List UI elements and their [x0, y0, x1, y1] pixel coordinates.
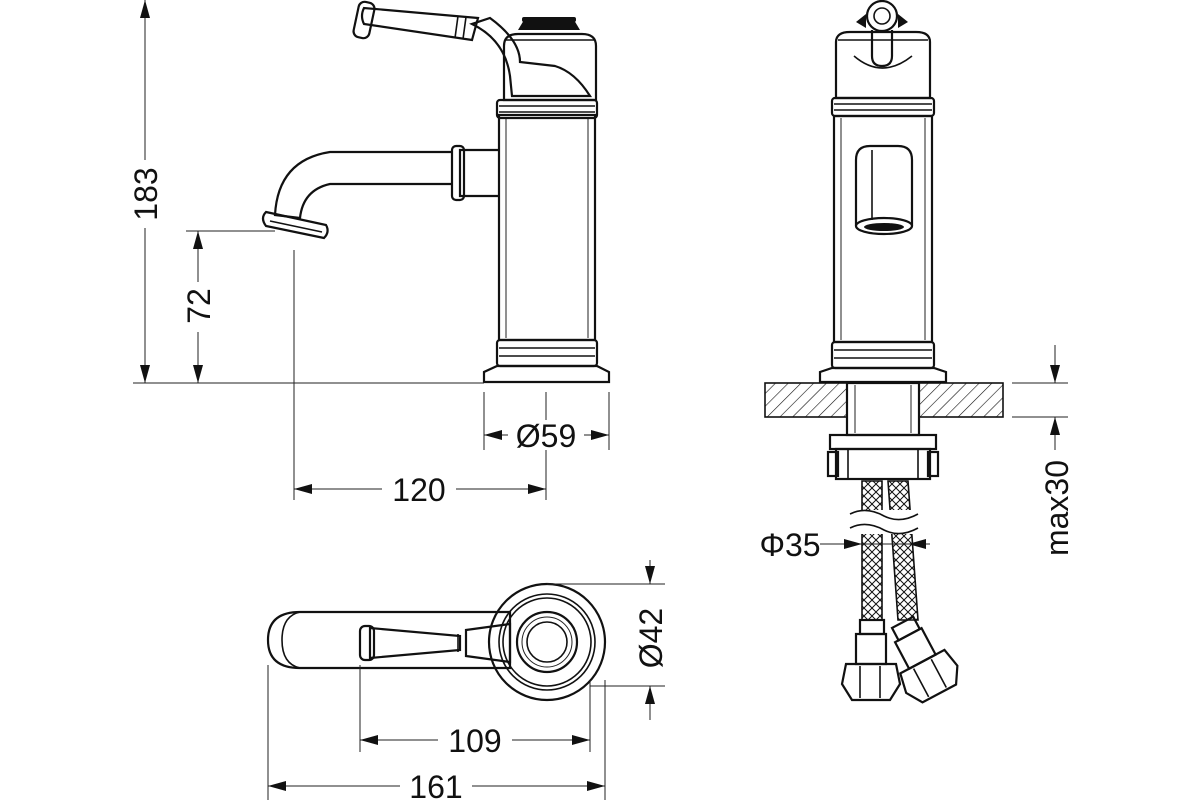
- dim-base-diameter-label: Ø59: [516, 418, 576, 454]
- side-view: [261, 0, 611, 384]
- top-view: [266, 582, 607, 702]
- dim-spout-height-label: 72: [181, 288, 217, 324]
- dim-handle-length-label: 109: [448, 723, 501, 759]
- dimension-lines-front: [820, 345, 1068, 549]
- dim-spout-reach-label: 120: [392, 472, 445, 508]
- dimension-lines-top: [267, 560, 665, 800]
- dim-hole-diameter-label: Φ35: [759, 527, 820, 563]
- dimension-lines-side: [133, 0, 610, 500]
- dim-overall-length-label: 161: [409, 769, 462, 800]
- front-view: [764, 0, 1004, 704]
- dim-top-diameter-label: Ø42: [633, 608, 669, 668]
- dim-max-thickness-label: max30: [1039, 460, 1075, 556]
- dim-total-height-label: 183: [128, 167, 164, 220]
